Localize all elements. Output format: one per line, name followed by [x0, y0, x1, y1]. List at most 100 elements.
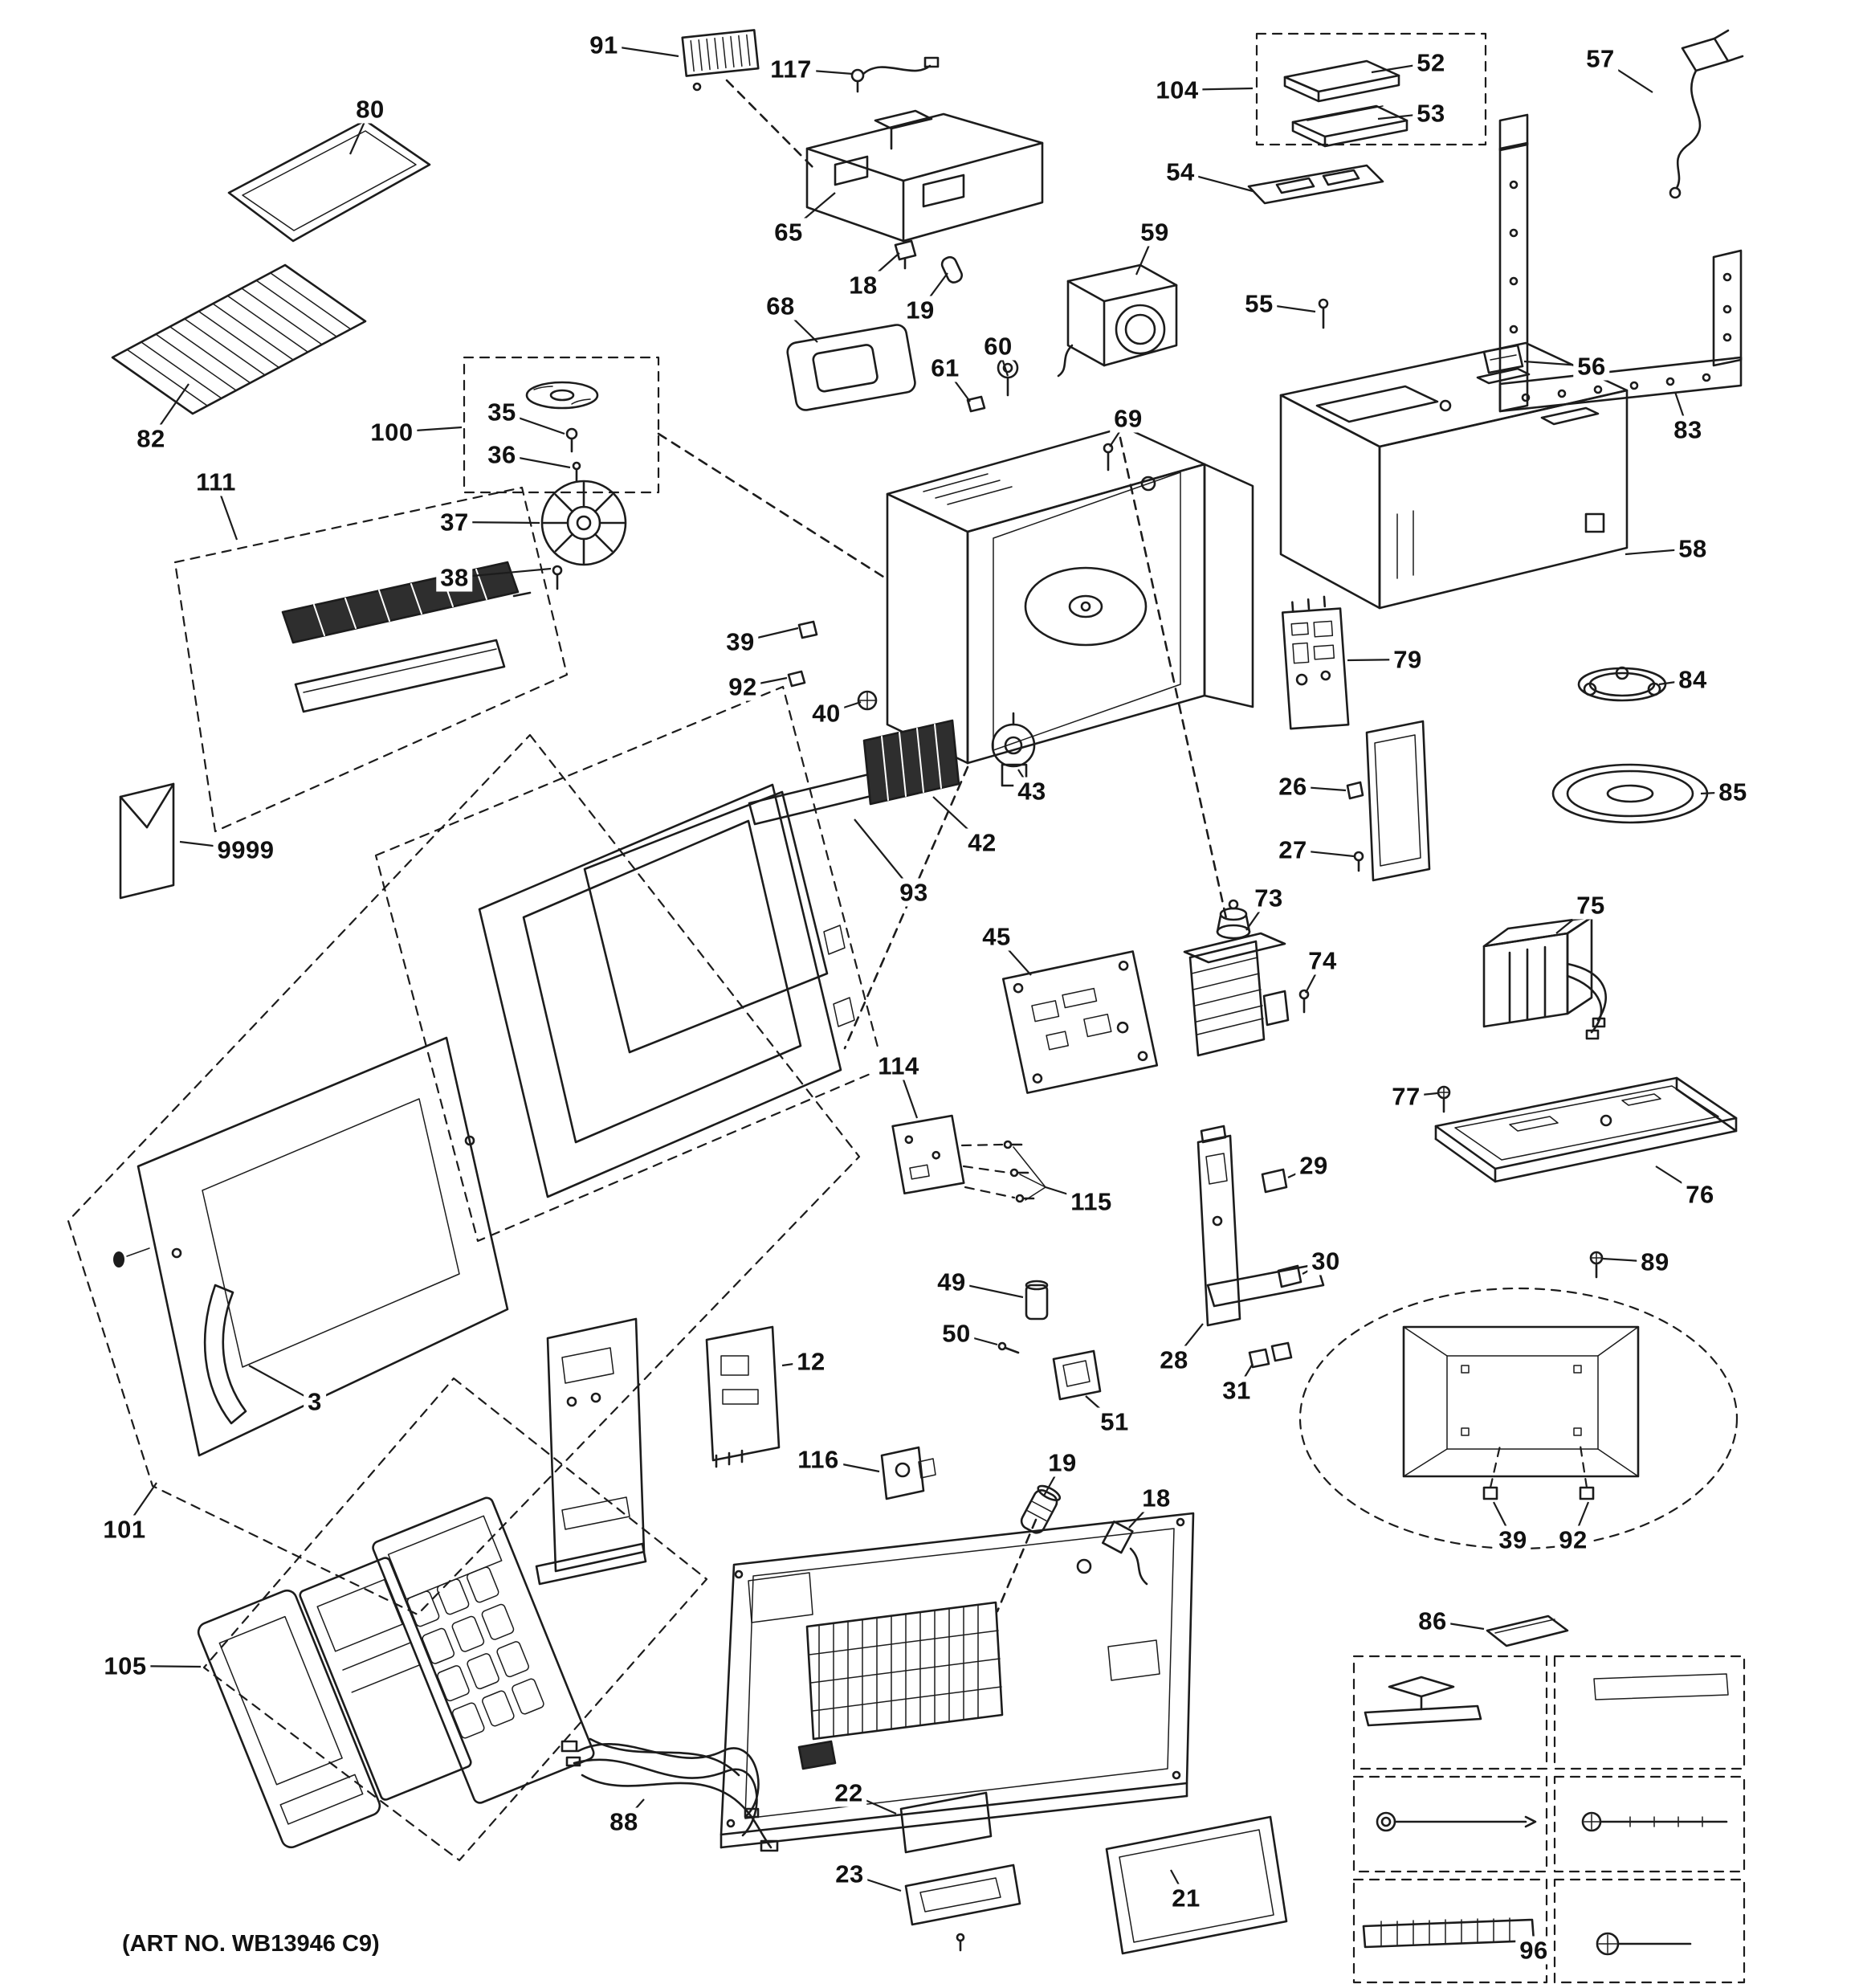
callout-105: 105 [100, 1651, 151, 1680]
control-panel-assembly [197, 1317, 708, 1862]
callout-42: 42 [964, 828, 1001, 857]
callout-58: 58 [1674, 534, 1711, 563]
callout-60: 60 [980, 332, 1017, 361]
part-91-vent-grille [681, 29, 760, 92]
part-26-27-panel [1346, 720, 1431, 882]
callout-51: 51 [1096, 1407, 1133, 1436]
callout-83: 83 [1669, 415, 1706, 444]
callout-82: 82 [132, 424, 169, 453]
callout-77: 77 [1388, 1082, 1425, 1111]
callout-93: 93 [895, 878, 932, 907]
part-9999-envelope [119, 782, 175, 900]
callout-36: 36 [483, 440, 520, 469]
callout-56: 56 [1573, 352, 1610, 381]
part-19-bulb-top [940, 255, 964, 284]
part-45-board [1001, 950, 1159, 1094]
callout-54: 54 [1162, 157, 1199, 186]
callout-114: 114 [874, 1051, 923, 1080]
callout-91: 91 [585, 31, 622, 59]
callout-53: 53 [1413, 99, 1449, 128]
part-37-fan-blade [540, 480, 627, 566]
callout-18: 18 [845, 271, 882, 300]
callout-45: 45 [978, 922, 1015, 951]
callout-84: 84 [1674, 665, 1711, 694]
part-51-holder [1052, 1349, 1102, 1401]
part-28-bracket-group [1196, 1125, 1325, 1369]
part-57-power-cord [1669, 29, 1744, 199]
callout-28: 28 [1156, 1345, 1192, 1374]
part-79-circuit-board [1281, 595, 1350, 730]
part-73-magnetron [1183, 899, 1290, 1057]
callout-29: 29 [1295, 1151, 1332, 1180]
callout-85: 85 [1714, 778, 1751, 806]
callout-19: 19 [902, 296, 939, 325]
part-38-screw [552, 565, 563, 590]
part-82-rack [111, 263, 367, 415]
construction-lines [657, 79, 1229, 1613]
part-22-plate [899, 1791, 993, 1854]
part-104-kit-box [1255, 32, 1487, 148]
part-92-clip [787, 670, 806, 688]
part-39-clip [797, 620, 818, 639]
part-40-coupler [857, 690, 878, 711]
callout-55: 55 [1241, 289, 1278, 318]
part-75-transformer [1482, 916, 1607, 1040]
callout-69: 69 [1110, 404, 1147, 433]
part-19-bulb-bottom [1020, 1484, 1062, 1534]
part-58-outer-case [1279, 341, 1629, 610]
part-88-wire-harness [561, 1737, 779, 1852]
callout-117: 117 [766, 55, 816, 84]
callout-111: 111 [192, 467, 240, 496]
part-83-mounting-bracket [1498, 113, 1743, 413]
callout-116: 116 [793, 1445, 843, 1474]
part-42-grille-insert [862, 719, 960, 806]
callout-37: 37 [436, 508, 473, 537]
callout-92: 92 [1555, 1525, 1592, 1554]
part-54-bracket-plate [1247, 164, 1384, 205]
part-18-socket-bottom [1102, 1521, 1148, 1586]
callout-96: 96 [1515, 1936, 1552, 1965]
part-80-tray [227, 119, 431, 243]
part-61-clip [966, 395, 986, 413]
callout-89: 89 [1637, 1247, 1673, 1276]
part-86-wedge [1486, 1614, 1569, 1647]
callout-50: 50 [938, 1319, 975, 1348]
callout-39: 39 [1494, 1525, 1531, 1554]
part-89-screw [1589, 1251, 1604, 1279]
callout-80: 80 [352, 95, 389, 124]
callout-92: 92 [724, 672, 761, 701]
callout-59: 59 [1136, 218, 1173, 247]
callout-52: 52 [1413, 48, 1449, 77]
callout-21: 21 [1168, 1884, 1205, 1912]
main-cavity [886, 426, 1254, 765]
art-number-note: (ART NO. WB13946 C9) [119, 1929, 383, 1959]
part-114-board [891, 1114, 1046, 1203]
callout-23: 23 [831, 1859, 868, 1888]
part-68-cover [786, 324, 916, 411]
callout-18: 18 [1138, 1484, 1175, 1512]
callout-43: 43 [1013, 777, 1050, 806]
callout-38: 38 [436, 563, 473, 592]
callout-73: 73 [1250, 884, 1287, 912]
callout-26: 26 [1274, 772, 1311, 801]
callout-86: 86 [1414, 1606, 1451, 1635]
part-23-tray [904, 1863, 1021, 1952]
part-65-top-bracket [805, 109, 1044, 243]
part-74-screw [1298, 989, 1310, 1014]
part-55-screw [1318, 298, 1329, 329]
part-84-roller-ring [1577, 666, 1667, 702]
callout-27: 27 [1274, 835, 1311, 864]
callout-40: 40 [808, 699, 845, 728]
callout-79: 79 [1389, 645, 1426, 674]
callout-49: 49 [933, 1268, 970, 1296]
callout-88: 88 [605, 1807, 642, 1836]
callout-101: 101 [99, 1515, 150, 1544]
callout-65: 65 [770, 218, 807, 247]
callout-3: 3 [304, 1387, 326, 1416]
part-117-sensor-wire [850, 56, 940, 93]
callout-74: 74 [1304, 946, 1341, 975]
callout-12: 12 [793, 1347, 830, 1376]
callout-76: 76 [1682, 1180, 1718, 1209]
callout-100: 100 [366, 418, 418, 447]
